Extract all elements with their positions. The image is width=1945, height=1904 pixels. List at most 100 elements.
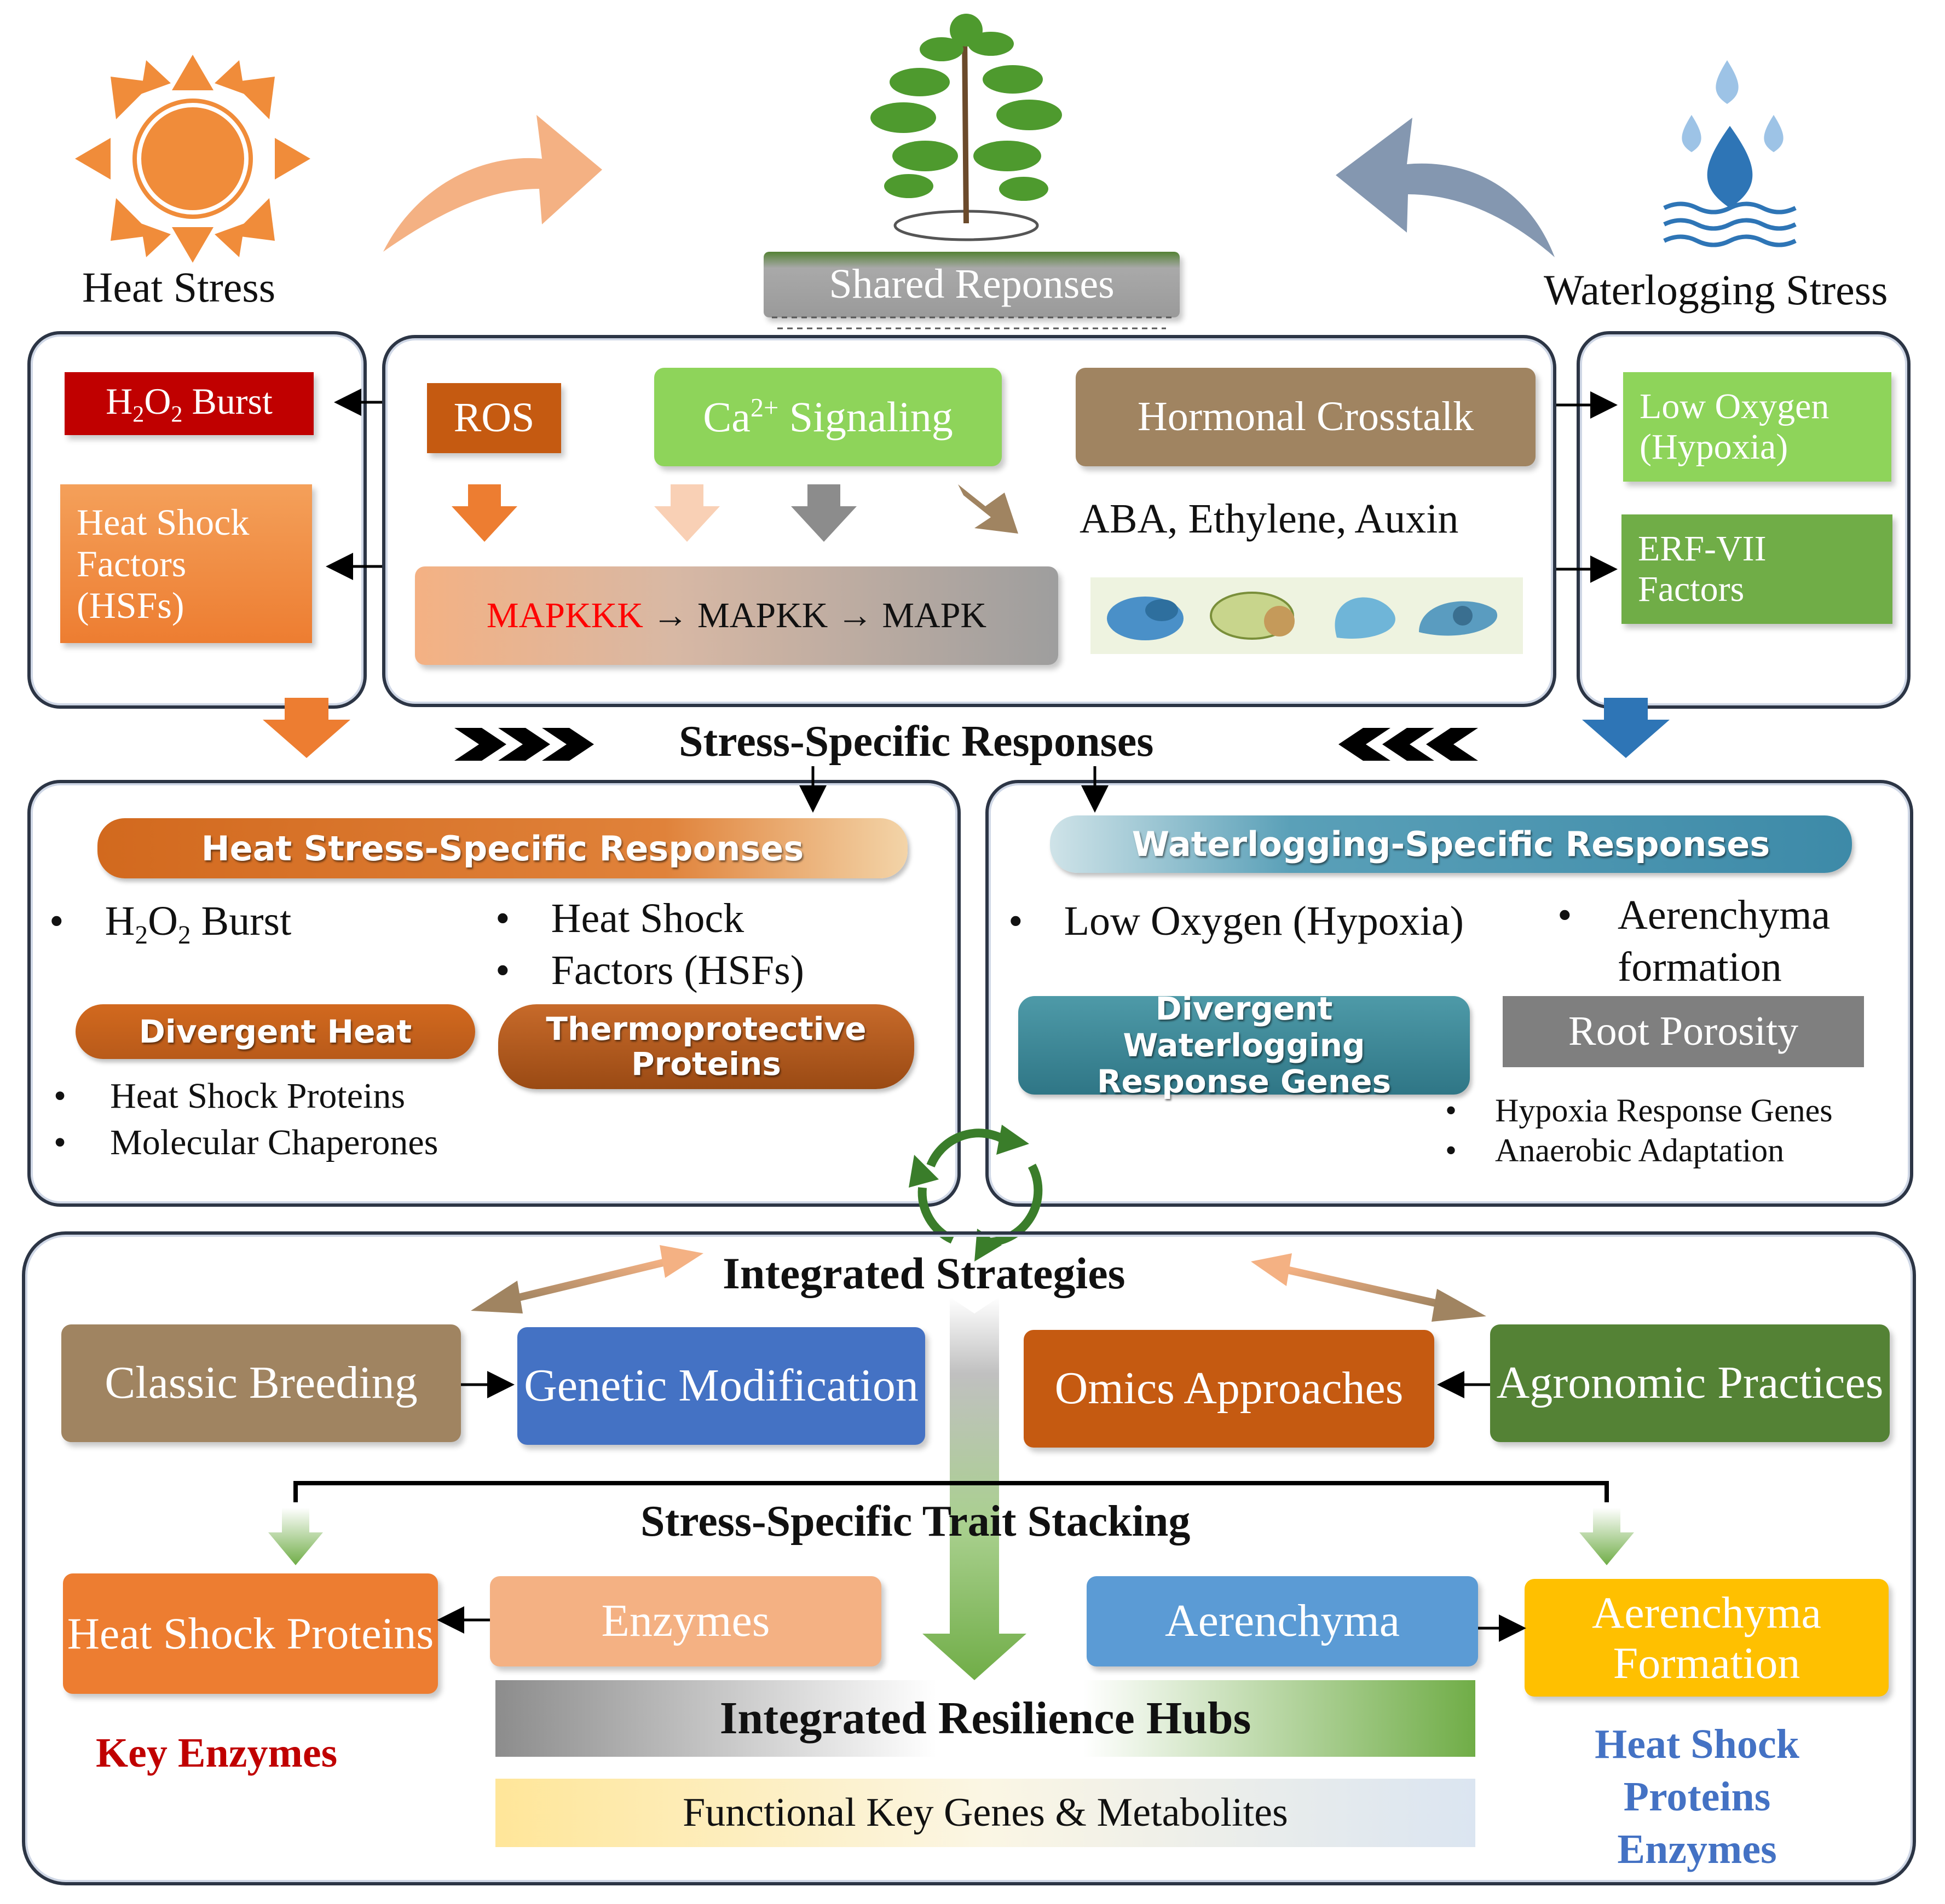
water-bullet-aerenchyma: • Aerenchyma formation	[1557, 889, 1880, 993]
resilience-hubs-bar: Integrated Resilience Hubs	[495, 1680, 1475, 1757]
divergent-waterlogging-label: Divergent Waterlogging Response Genes	[1096, 989, 1392, 1101]
heat-bullet-hsf-1-label: Heat Shock	[551, 895, 744, 941]
heat-sub-bullet-1-label: Heat Shock Proteins	[110, 1076, 406, 1116]
heat-specific-panel	[27, 780, 961, 1207]
genetic-modification-box: Genetic Modification	[517, 1327, 925, 1445]
heat-specific-banner: Heat Stress-Specific Responses	[97, 818, 908, 878]
root-porosity-label: Root Porosity	[1568, 1008, 1799, 1055]
heat-sub-bullet-2-label: Molecular Chaperones	[110, 1122, 438, 1162]
low-oxygen-box: Low Oxygen (Hypoxia)	[1623, 372, 1891, 482]
h2o2-burst-label: Burst	[192, 380, 273, 422]
heat-shock-proteins-label: Heat Shock Proteins	[67, 1608, 434, 1659]
thermoprotective-banner: Thermoprotective Proteins	[498, 1004, 914, 1089]
genetic-modification-label: Genetic Modification	[524, 1360, 919, 1411]
heat-bullet-h2o2-label: Burst	[201, 898, 292, 944]
erf-vii-label: ERF-VII Factors	[1638, 529, 1767, 609]
aerenchyma-box: Aerenchyma	[1087, 1576, 1478, 1666]
waterlogging-stress-label: Waterlogging Stress	[1544, 266, 1888, 314]
heat-shock-factors-label: Heat Shock Factors (HSFs)	[77, 501, 250, 627]
aerenchyma-label: Aerenchyma	[1164, 1595, 1400, 1647]
integrated-strategies-title: Integrated Strategies	[723, 1248, 1126, 1298]
key-enzymes-label: Key Enzymes	[96, 1730, 338, 1776]
classic-breeding-box: Classic Breeding	[61, 1324, 461, 1442]
agronomic-practices-box: Agronomic Practices	[1490, 1324, 1890, 1442]
divergent-waterlogging-banner: Divergent Waterlogging Response Genes	[1018, 991, 1470, 1100]
waterlogging-specific-banner: Waterlogging-Specific Responses	[1050, 815, 1852, 873]
divergent-heat-label: Divergent Heat	[138, 1013, 412, 1050]
ca-signaling-label: Signaling	[789, 393, 953, 441]
heat-bullet-h2o2: •H2O2 Burst	[49, 898, 292, 950]
heat-sub-bullet-2: •Molecular Chaperones	[54, 1122, 438, 1162]
water-sub-bullet-1-label: Hypoxia Response Genes	[1495, 1092, 1833, 1128]
resilience-hubs-label: Integrated Resilience Hubs	[719, 1692, 1251, 1744]
agronomic-practices-label: Agronomic Practices	[1496, 1357, 1884, 1409]
heat-stress-label: Heat Stress	[82, 263, 276, 311]
stress-specific-title: Stress-Specific Responses	[679, 717, 1154, 766]
omics-approaches-box: Omics Approaches	[1024, 1330, 1434, 1448]
functional-genes-bar: Functional Key Genes & Metabolites	[495, 1779, 1475, 1847]
integrated-strategies-panel	[22, 1231, 1916, 1885]
hormonal-crosstalk-label: Hormonal Crosstalk	[1137, 393, 1474, 440]
waterlogging-specific-panel	[985, 780, 1913, 1207]
hormone-molecules-image	[1090, 577, 1523, 654]
shared-responses-label: Shared Reponses	[829, 261, 1115, 308]
water-sub-bullet-2: •Anaerobic Adaptation	[1445, 1132, 1785, 1168]
enzymes-label: Enzymes	[601, 1595, 770, 1647]
heat-sub-bullet-1: •Heat Shock Proteins	[54, 1076, 406, 1116]
erf-vii-box: ERF-VII Factors	[1621, 514, 1892, 624]
heat-shock-proteins-box: Heat Shock Proteins	[63, 1573, 438, 1694]
enzymes-box: Enzymes	[490, 1576, 881, 1666]
low-oxygen-label: Low Oxygen (Hypoxia)	[1640, 386, 1829, 467]
right-note-line-2: Proteins	[1623, 1773, 1771, 1820]
heat-shock-factors-box: Heat Shock Factors (HSFs)	[60, 484, 312, 643]
classic-breeding-label: Classic Breeding	[105, 1357, 418, 1409]
aerenchyma-formation-box: Aerenchyma Formation	[1525, 1579, 1889, 1697]
water-sub-bullet-2-label: Anaerobic Adaptation	[1495, 1132, 1785, 1168]
ca-signaling-box: Ca2+ Signaling	[654, 368, 1002, 466]
mapkkk-label: MAPKKK	[486, 595, 643, 636]
aerenchyma-formation-label: Aerenchyma Formation	[1592, 1587, 1821, 1688]
heat-bullet-hsf-2-label: Factors (HSFs)	[551, 947, 804, 993]
shared-responses-panel	[382, 335, 1556, 707]
ros-box: ROS	[427, 383, 561, 453]
hormones-label: ABA, Ethylene, Auxin	[1080, 496, 1459, 542]
mapk-cascade-box: MAPKKK → MAPKK → MAPK	[415, 566, 1058, 665]
root-porosity-box: Root Porosity	[1503, 996, 1864, 1067]
heat-bullet-hsf-1: •Heat Shock	[495, 895, 744, 941]
omics-approaches-label: Omics Approaches	[1054, 1363, 1404, 1414]
divergent-heat-banner: Divergent Heat	[76, 1004, 475, 1059]
waterlogging-responses-panel	[1577, 331, 1911, 709]
water-bullet-hypoxia: •Low Oxygen (Hypoxia)	[1008, 898, 1464, 944]
right-note: Heat Shock Proteins Enzymes	[1544, 1718, 1850, 1876]
mapk-chain-label: → MAPKK → MAPK	[652, 595, 987, 636]
functional-genes-label: Functional Key Genes & Metabolites	[683, 1790, 1288, 1836]
ros-label: ROS	[453, 395, 535, 441]
heat-responses-panel	[27, 331, 367, 709]
right-note-line-3: Enzymes	[1617, 1826, 1777, 1872]
water-bullet-hypoxia-label: Low Oxygen (Hypoxia)	[1064, 898, 1464, 944]
heat-bullet-hsf-2: •Factors (HSFs)	[495, 947, 804, 993]
trait-stacking-title: Stress-Specific Trait Stacking	[640, 1497, 1191, 1546]
water-sub-bullet-1: •Hypoxia Response Genes	[1445, 1092, 1833, 1128]
right-note-line-1: Heat Shock	[1595, 1721, 1799, 1767]
thermoprotective-label: Thermoprotective Proteins	[546, 1010, 867, 1083]
shared-responses-header: Shared Reponses	[764, 252, 1180, 317]
waterlogging-specific-banner-label: Waterlogging-Specific Responses	[1132, 824, 1770, 864]
hormonal-crosstalk-box: Hormonal Crosstalk	[1076, 368, 1536, 466]
water-bullet-aerenchyma-label: Aerenchyma formation	[1618, 892, 1831, 990]
heat-specific-banner-label: Heat Stress-Specific Responses	[201, 828, 804, 869]
